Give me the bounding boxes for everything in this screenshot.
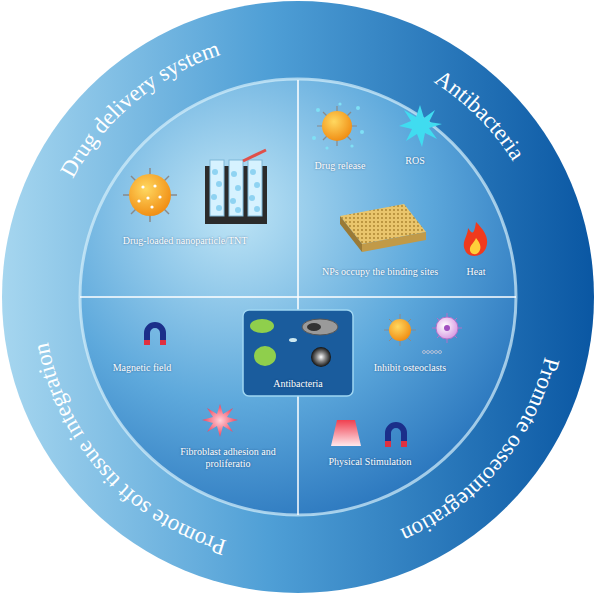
quadrant-section: Promote soft tissue integrationMagnetic … [0, 297, 298, 595]
nanotube-array-icon [205, 150, 267, 224]
quadrant-dividers [80, 80, 516, 515]
osteoclast-icon [384, 313, 462, 354]
inner-disc [80, 79, 516, 515]
item-label: Drug release [315, 160, 366, 172]
center-box: Antibacteria [243, 310, 353, 396]
heat-flame-icon [464, 222, 487, 256]
heading-text: Drug delivery system [55, 36, 222, 182]
item-label: NPs occupy the binding sites [295, 266, 465, 278]
item-label: Inhibit osteoclasts [374, 362, 447, 374]
section-heading: Drug delivery system [55, 36, 222, 182]
item-label: Fibroblast adhesion and proliferatio [173, 446, 283, 469]
heading-text: Promote osseointegration [397, 355, 564, 548]
item-label: Physical Stimulation [328, 456, 411, 468]
drug-release-icon [312, 102, 364, 149]
quadrant-section: Promote osseointegrationInhibit osteocla… [298, 297, 597, 595]
magnet-icon [388, 425, 404, 447]
ultrasound-probe-icon [331, 420, 361, 446]
section-heading: Antibacteria [430, 65, 529, 164]
item-label: ROS [405, 155, 424, 167]
nanoparticle-icon [123, 168, 177, 222]
box-label: Antibacteria [273, 378, 322, 390]
quadrant-section: Drug delivery systemDrug-loaded nanopart… [0, 0, 298, 297]
fibroblast-icon [202, 404, 238, 437]
item-label: Magnetic field [113, 362, 172, 374]
nanoparticle-surface-icon [340, 204, 426, 252]
item-label: Drug-loaded nanoparticle/TNT [100, 235, 270, 247]
magnet-icon [147, 325, 163, 345]
center-box-illustration [243, 310, 353, 396]
ros-star-icon [399, 105, 442, 147]
heading-text: Antibacteria [430, 65, 529, 164]
quadrant-section: AntibacteriaDrug release ROS NPs occupy th… [298, 0, 597, 297]
item-label: Heat [467, 266, 486, 278]
section-heading: Promote osseointegration [397, 355, 564, 548]
